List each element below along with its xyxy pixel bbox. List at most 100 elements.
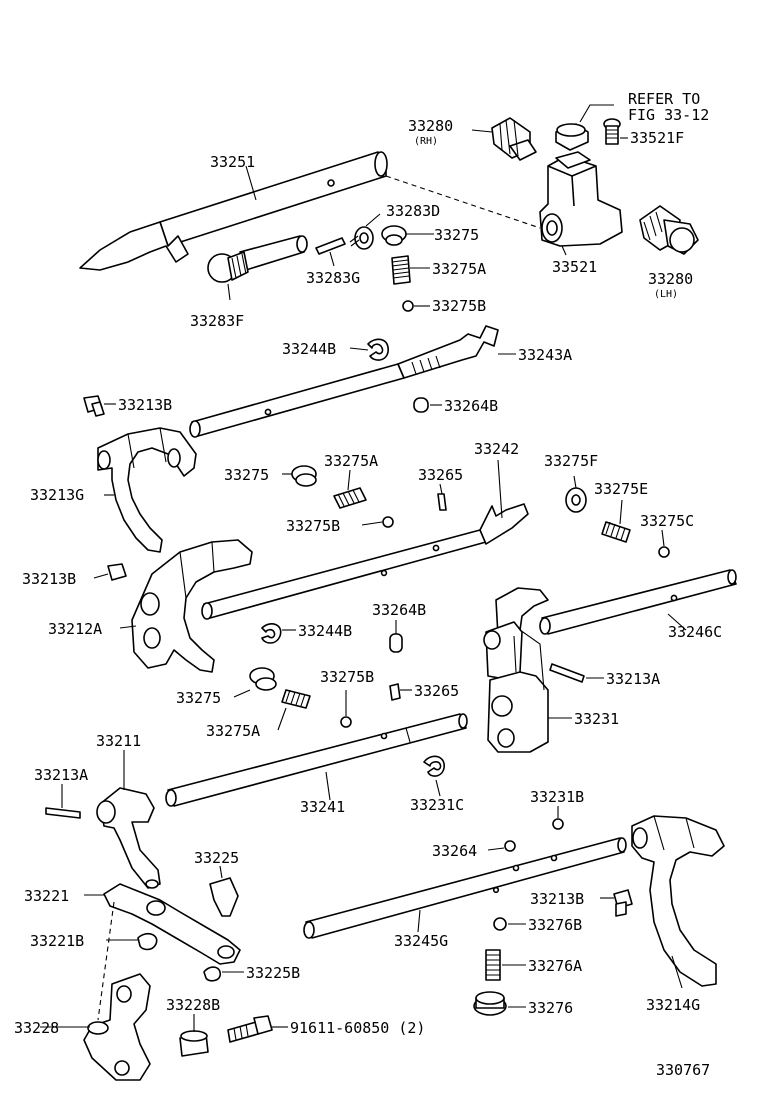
clip-33244B-mid <box>261 623 282 644</box>
plug-33275-top <box>381 225 407 246</box>
clip-33244B-top <box>367 338 389 361</box>
plug-33280-rh <box>491 117 537 161</box>
label-33211: 33211 <box>96 732 141 750</box>
leader-lines <box>40 104 687 1032</box>
label-33251: 33251 <box>210 153 255 171</box>
label-33265-top: 33265 <box>418 466 463 484</box>
label-33214G: 33214G <box>646 996 700 1014</box>
shaft-33243A <box>189 325 499 438</box>
label-33521: 33521 <box>552 258 597 276</box>
fork-33214G <box>631 815 725 987</box>
fork-33212A <box>131 539 253 673</box>
label-33231C: 33231C <box>410 796 464 814</box>
label-33283F: 33283F <box>190 312 244 330</box>
label-33275F: 33275F <box>544 452 598 470</box>
bolt-33213B-top <box>83 395 105 417</box>
label-33521F: 33521F <box>630 129 684 147</box>
shift-shaft-33251 <box>79 151 388 271</box>
label-33275E: 33275E <box>594 480 648 498</box>
label-33265-low: 33265 <box>414 682 459 700</box>
pin-33283G <box>315 237 346 255</box>
label-91611-60850: 91611-60850 (2) <box>290 1019 425 1037</box>
label-33275B-mid: 33275B <box>286 517 340 535</box>
label-33244B-top: 33244B <box>282 340 336 358</box>
clip-33221B <box>137 932 158 951</box>
label-33243A: 33243A <box>518 346 572 364</box>
label-33283G: 33283G <box>306 269 360 287</box>
plug-33276 <box>473 991 507 1016</box>
spring-33276A <box>485 949 501 981</box>
label-refer-line1: REFER TO <box>628 90 700 108</box>
label-33275-low: 33275 <box>176 689 221 707</box>
label-33264: 33264 <box>432 842 477 860</box>
part-labels: 33251 33280 (RH) REFER TO FIG 33-12 3352… <box>14 90 722 1079</box>
label-33276A: 33276A <box>528 957 582 975</box>
label-33280-lh-sub: (LH) <box>654 289 678 300</box>
label-33264B-mid: 33264B <box>372 601 426 619</box>
label-33275A-low: 33275A <box>206 722 260 740</box>
label-33242: 33242 <box>474 440 519 458</box>
plug-33275-low <box>249 667 277 691</box>
label-33280-rh: 33280 <box>408 117 453 135</box>
label-33276: 33276 <box>528 999 573 1017</box>
label-33241: 33241 <box>300 798 345 816</box>
plate-33221 <box>103 883 241 965</box>
pin-33264B-top <box>413 397 429 413</box>
shaft-33242 <box>201 503 529 620</box>
plug-33275-mid <box>291 465 317 487</box>
spring-33275A-top <box>391 255 411 285</box>
pin-33213A-left <box>45 807 81 819</box>
selector-33283F <box>207 235 308 283</box>
label-33275A-mid: 33275A <box>324 452 378 470</box>
label-33225: 33225 <box>194 849 239 867</box>
spring-33275E <box>601 521 631 543</box>
pin-33225 <box>209 877 239 917</box>
label-33245G: 33245G <box>394 932 448 950</box>
label-33275B-low: 33275B <box>320 668 374 686</box>
plug-33275F <box>565 487 587 513</box>
clip-33231C <box>423 755 445 777</box>
label-33275B-top: 33275B <box>432 297 486 315</box>
label-33231: 33231 <box>574 710 619 728</box>
bolt-33213B-low <box>613 889 633 917</box>
cap-33521f-ref <box>555 123 589 151</box>
pin-33264B-mid <box>389 633 403 653</box>
label-33276B: 33276B <box>528 916 582 934</box>
spring-33275A-mid <box>333 487 367 509</box>
label-33212A: 33212A <box>48 620 102 638</box>
ball-33275C <box>658 546 670 558</box>
label-33213B-mid: 33213B <box>22 570 76 588</box>
label-33264B-top: 33264B <box>444 397 498 415</box>
lever-33228 <box>83 973 151 1081</box>
shaft-33246C <box>539 569 737 635</box>
housing-33521 <box>539 151 623 247</box>
bracket-33231 <box>483 587 549 753</box>
label-33275A-top: 33275A <box>432 260 486 278</box>
label-33213G: 33213G <box>30 486 84 504</box>
label-33225B: 33225B <box>246 964 300 982</box>
lever-33211 <box>96 787 161 889</box>
spring-33275A-low <box>281 689 311 709</box>
label-33283D: 33283D <box>386 202 440 220</box>
label-33213A-left: 33213A <box>34 766 88 784</box>
label-33221B: 33221B <box>30 932 84 950</box>
label-refer-line2: FIG 33-12 <box>628 106 709 124</box>
label-33213A-right: 33213A <box>606 670 660 688</box>
bolt-33521F <box>603 118 621 145</box>
figure-code: 330767 <box>656 1061 710 1079</box>
label-33275-mid: 33275 <box>224 466 269 484</box>
label-33244B-mid: 33244B <box>298 622 352 640</box>
label-33228: 33228 <box>14 1019 59 1037</box>
bolt-33213B-mid <box>107 563 127 581</box>
bolt-91611-60850 <box>227 1015 273 1043</box>
shaft-33241 <box>165 713 468 807</box>
fork-33213G <box>97 427 197 553</box>
shaft-33245G <box>303 837 627 939</box>
pin-33213A-right <box>549 663 585 683</box>
label-33228B: 33228B <box>166 996 220 1014</box>
label-33221: 33221 <box>24 887 69 905</box>
plug-33280-lh <box>639 205 699 255</box>
pin-33265-low <box>389 683 401 701</box>
label-33246C: 33246C <box>668 623 722 641</box>
